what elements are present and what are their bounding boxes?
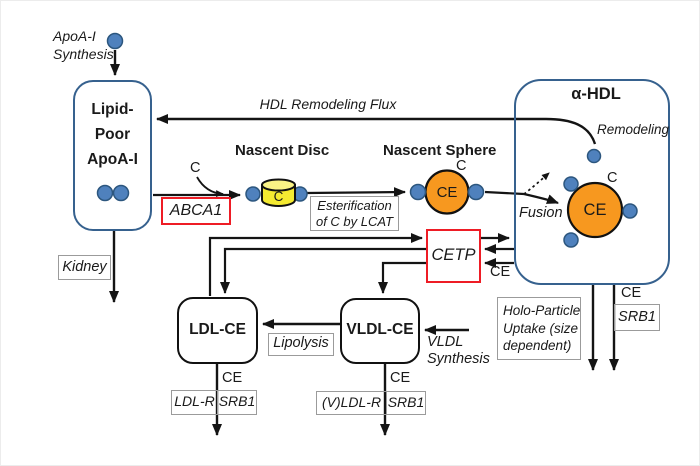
hdl-srb1-label: SRB1 <box>618 309 656 325</box>
ldl-uptake-ce-label: CE <box>222 370 243 386</box>
esterification-label: Esterification of C by LCAT <box>310 198 399 230</box>
hdl-core-label: CE <box>583 201 607 219</box>
sphere-particle-left <box>409 183 427 201</box>
cetp-to-ldl-arrow <box>220 247 426 294</box>
alpha-hdl-node <box>514 79 670 285</box>
holo-uptake-line1: Holo-Particle <box>503 303 581 318</box>
disc-particle-left <box>245 186 261 202</box>
free-cholesterol-label: C <box>190 160 201 176</box>
apoa1-synthesis-label: ApoA-I Synthesis <box>53 28 114 63</box>
vldl-synthesis-line1: VLDL <box>427 334 464 350</box>
remodeling-label: Remodeling <box>597 122 670 137</box>
disc-core-label: C <box>273 189 284 204</box>
lipid-poor-line2: Poor <box>94 126 131 143</box>
free-cholesterol-entry-curve <box>196 176 224 198</box>
hdl-srb1-receptor-box <box>614 304 660 331</box>
sphere-surface-c-label: C <box>456 158 467 174</box>
lipid-poor-line3: ApoA-I <box>87 151 138 168</box>
ldl-ce-node <box>177 297 258 364</box>
ldl-to-cetp-arrow <box>208 233 423 296</box>
hdl-remodeling-flux-label: HDL Remodeling Flux <box>259 96 397 112</box>
nascent-sphere-title: Nascent Sphere <box>383 142 497 159</box>
vldl-synthesis-label: VLDL Synthesis <box>427 334 490 367</box>
cetp-label: CETP <box>431 246 476 264</box>
kidney-label: Kidney <box>62 259 107 275</box>
cetp-ce-label: CE <box>490 264 511 280</box>
fusion-arrow <box>523 192 559 205</box>
ldl-r-receptor-label: LDL-R <box>172 391 218 414</box>
ldl-ce-label: LDL-CE <box>189 321 246 338</box>
alpha-hdl-title: α-HDL <box>571 85 621 103</box>
apoa1-particle <box>106 32 124 50</box>
apoa1-synthesis-line1: ApoA-I <box>53 28 96 44</box>
lipid-poor-particle-1 <box>96 184 114 202</box>
cetp-enzyme-box <box>426 229 481 283</box>
vldl-ce-label: VLDL-CE <box>346 321 414 338</box>
vldl-uptake-ce-label: CE <box>390 370 411 386</box>
dissociation-dotted-arrow <box>523 172 550 195</box>
hdl-particle-top <box>586 148 602 164</box>
hdl-particle-right <box>622 203 638 219</box>
ldl-receptor-box: LDL-R SRB1 <box>171 390 257 415</box>
hdl-surface-c-label: C <box>607 170 618 186</box>
sphere-to-hdl-line <box>484 190 525 196</box>
vldl-synthesis-line2: Synthesis <box>427 350 490 367</box>
apoa1-synthesis-line2: Synthesis <box>53 45 114 62</box>
vldl-r-receptor-label: (V)LDL-R <box>317 392 387 414</box>
disc-to-sphere-arrow <box>306 187 406 198</box>
nascent-disc-title: Nascent Disc <box>235 142 330 159</box>
disc-cylinder-top <box>261 178 296 192</box>
hdl-remodeling-flux-arrow <box>156 114 597 145</box>
hdl-particle-lower-left <box>563 232 579 248</box>
ldl-srb1-receptor-label: SRB1 <box>218 393 256 409</box>
vldl-receptor-box: (V)LDL-R SRB1 <box>316 391 426 415</box>
lipid-poor-apoa1-label: Lipid- Poor ApoA-I <box>75 97 150 172</box>
hdl-uptake-ce-label: CE <box>621 285 642 301</box>
vldl-srb1-receptor-label: SRB1 <box>387 394 425 410</box>
hdl-particle-upper-left <box>563 176 579 192</box>
holo-particle-uptake-label: Holo-Particle Uptake (size dependent) <box>503 302 580 355</box>
sphere-core-label: CE <box>436 184 458 201</box>
esterification-box <box>310 196 399 231</box>
vldl-ce-node <box>340 298 420 364</box>
sphere-particle-right <box>467 183 485 201</box>
holo-uptake-line3: dependent) <box>503 338 572 353</box>
lipolysis-box <box>268 333 334 356</box>
lipid-poor-line1: Lipid- <box>91 101 134 118</box>
abca1-label: ABCA1 <box>169 202 223 219</box>
holo-particle-uptake-box <box>497 297 581 360</box>
lipid-poor-apoa1-node <box>73 80 152 231</box>
holo-uptake-line2: Uptake (size <box>503 320 579 336</box>
abca1-enzyme-box <box>161 197 231 225</box>
cetp-to-vldl-arrow <box>378 261 426 294</box>
lipolysis-label: Lipolysis <box>273 335 329 351</box>
lipid-poor-particle-2 <box>112 184 130 202</box>
esterification-line2: of C by LCAT <box>315 214 394 229</box>
fusion-label: Fusion <box>519 205 563 221</box>
kidney-box <box>58 255 111 280</box>
esterification-line1: Esterification <box>317 198 392 213</box>
hdl-core-circle <box>566 181 624 239</box>
